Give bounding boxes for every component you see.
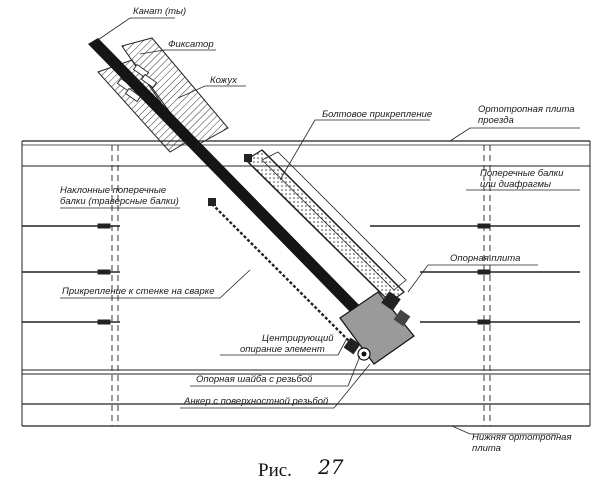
label-naklon-2: балки (траверсные балки) <box>60 196 179 207</box>
anchor-assembly <box>339 291 415 365</box>
labels: Канат (ты) Фиксатор Кожух Болтовое прикр… <box>60 6 575 454</box>
label-boltovoe: Болтовое прикрепление <box>322 109 432 120</box>
cable-casing <box>97 37 229 153</box>
label-centr-1: Центрирующий <box>262 333 334 344</box>
weld-attachment <box>208 198 353 345</box>
leader-lines <box>60 17 580 435</box>
caption-prefix: Рис. <box>258 460 292 481</box>
label-poperech-1: Поперечные балки <box>480 168 564 179</box>
label-opornaya-plita: Опорная плита <box>450 253 520 264</box>
label-orto-bot-2: плита <box>472 443 501 454</box>
label-fiksator: Фиксатор <box>168 39 214 50</box>
label-orto-bot-1: Нижняя ортотропная <box>472 432 572 443</box>
deck-structure <box>21 140 591 427</box>
label-poperech-2: или диафрагмы <box>480 179 551 190</box>
cable <box>88 38 366 318</box>
label-kozhukh: Кожух <box>210 75 238 86</box>
label-orto-top-2: проезда <box>478 115 514 126</box>
figure-caption: Рис. 27 <box>258 455 344 481</box>
label-centr-2: опирание элемент <box>240 344 325 355</box>
label-anker: Анкер с поверхностной резьбой <box>183 396 329 407</box>
label-kanat: Канат (ты) <box>133 6 186 17</box>
label-orto-top-1: Ортотропная плита <box>478 104 575 115</box>
label-shaiba: Опорная шайба с резьбой <box>196 374 313 385</box>
bolted-connection <box>244 149 407 303</box>
label-naklon-1: Наклонные поперечные <box>60 185 166 196</box>
caption-number: 27 <box>317 455 344 479</box>
fixator <box>116 63 158 103</box>
label-prikreplenie: Прикрепление к стенке на сварке <box>62 286 215 297</box>
